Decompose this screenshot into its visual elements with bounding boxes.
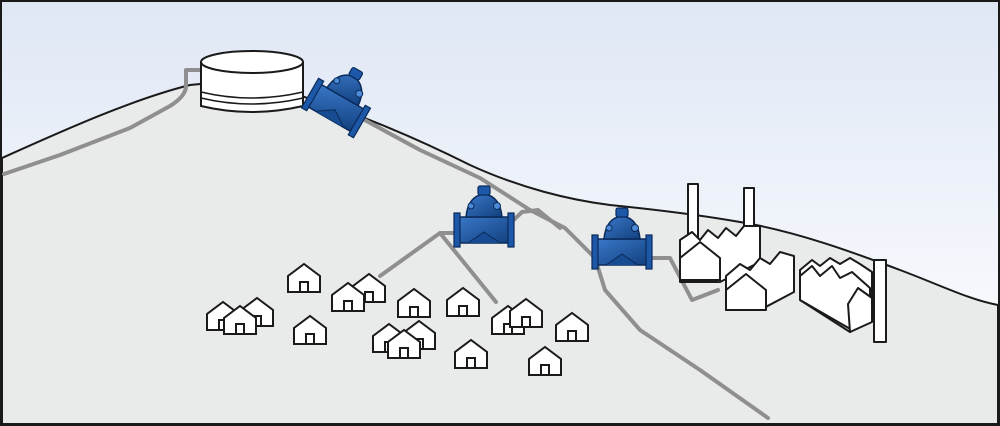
main-pipe	[2, 68, 206, 176]
water-tank-icon	[200, 50, 304, 113]
factory-icon	[799, 257, 887, 343]
factory-icon	[725, 251, 795, 311]
hillside	[0, 82, 999, 425]
factory-icon	[679, 183, 761, 283]
residential-branch-2	[438, 231, 498, 304]
trunk-pipe	[348, 110, 770, 420]
